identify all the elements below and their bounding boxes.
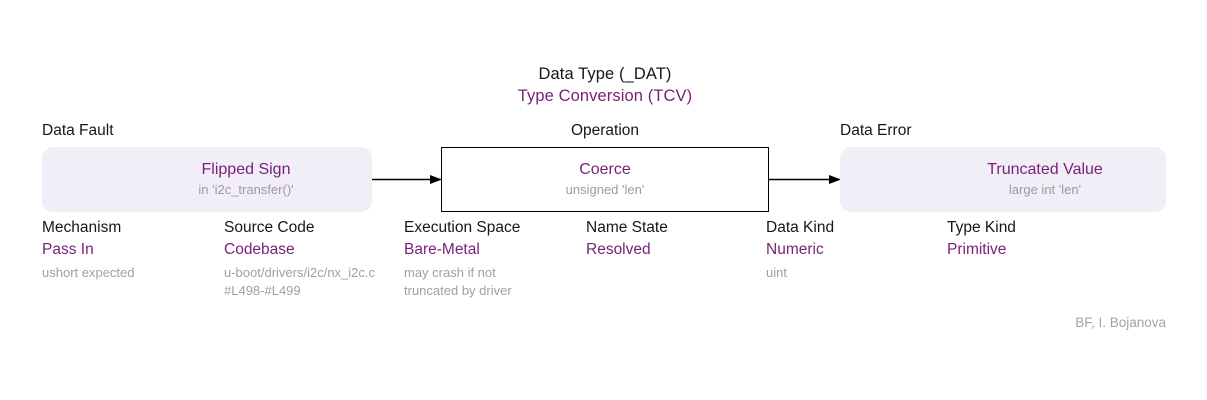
attribute-mechanism: Mechanism Pass In ushort expected bbox=[42, 218, 217, 282]
attribute-name: Execution Space bbox=[404, 219, 521, 236]
attribute-value: Numeric bbox=[766, 241, 824, 259]
attribute-note: ushort expected bbox=[42, 264, 135, 280]
credit-label: BF, I. Bojanova bbox=[1075, 315, 1166, 330]
data-fault-box: Flipped Sign in 'i2c_transfer()' bbox=[42, 147, 372, 212]
data-error-caption: Data Error bbox=[840, 122, 912, 139]
attribute-value: Codebase bbox=[224, 241, 295, 259]
data-fault-subtitle: in 'i2c_transfer()' bbox=[198, 181, 294, 197]
attribute-execution-space: Execution Space Bare-Metal may crash if … bbox=[404, 218, 576, 300]
attribute-name: Mechanism bbox=[42, 219, 122, 236]
attribute-source-code: Source Code Codebase u-boot/drivers/i2c/… bbox=[224, 218, 376, 300]
attribute-data-kind: Data Kind Numeric uint bbox=[766, 218, 936, 282]
data-error-box: Truncated Value large int 'len' bbox=[840, 147, 1166, 212]
data-type-label: Data Type (_DAT) bbox=[538, 65, 672, 83]
arrow-operation-to-error-icon bbox=[769, 174, 841, 185]
attribute-name: Source Code bbox=[224, 219, 315, 236]
data-error-subtitle: large int 'len' bbox=[1008, 181, 1082, 197]
attribute-value: Resolved bbox=[586, 241, 651, 259]
attribute-value: Primitive bbox=[947, 241, 1007, 259]
arrow-fault-to-operation-icon bbox=[372, 174, 442, 185]
diagram-title: Data Type (_DAT) Type Conversion (TCV) bbox=[441, 63, 769, 108]
attribute-note: u-boot/drivers/i2c/nx_i2c.c#L498-#L499 bbox=[224, 264, 376, 298]
attribute-value: Bare-Metal bbox=[404, 241, 480, 259]
operation-caption: Operation bbox=[570, 122, 640, 139]
operation-subtitle: unsigned 'len' bbox=[565, 181, 645, 197]
attribute-value: Pass In bbox=[42, 241, 94, 259]
attribute-note: may crash if not truncated by driver bbox=[404, 264, 512, 298]
data-fault-title: Flipped Sign bbox=[201, 161, 291, 179]
attribute-name: Data Kind bbox=[766, 219, 835, 236]
type-conversion-label: Type Conversion (TCV) bbox=[517, 87, 693, 106]
attribute-name-state: Name State Resolved bbox=[586, 218, 756, 264]
attribute-name: Name State bbox=[586, 219, 668, 236]
attribute-type-kind: Type Kind Primitive bbox=[947, 218, 1117, 264]
attribute-name: Type Kind bbox=[947, 219, 1016, 236]
operation-title: Coerce bbox=[579, 161, 631, 179]
data-error-title: Truncated Value bbox=[987, 161, 1103, 179]
attribute-note: uint bbox=[766, 264, 787, 280]
operation-box: Coerce unsigned 'len' bbox=[441, 147, 769, 212]
data-fault-caption: Data Fault bbox=[42, 122, 114, 139]
